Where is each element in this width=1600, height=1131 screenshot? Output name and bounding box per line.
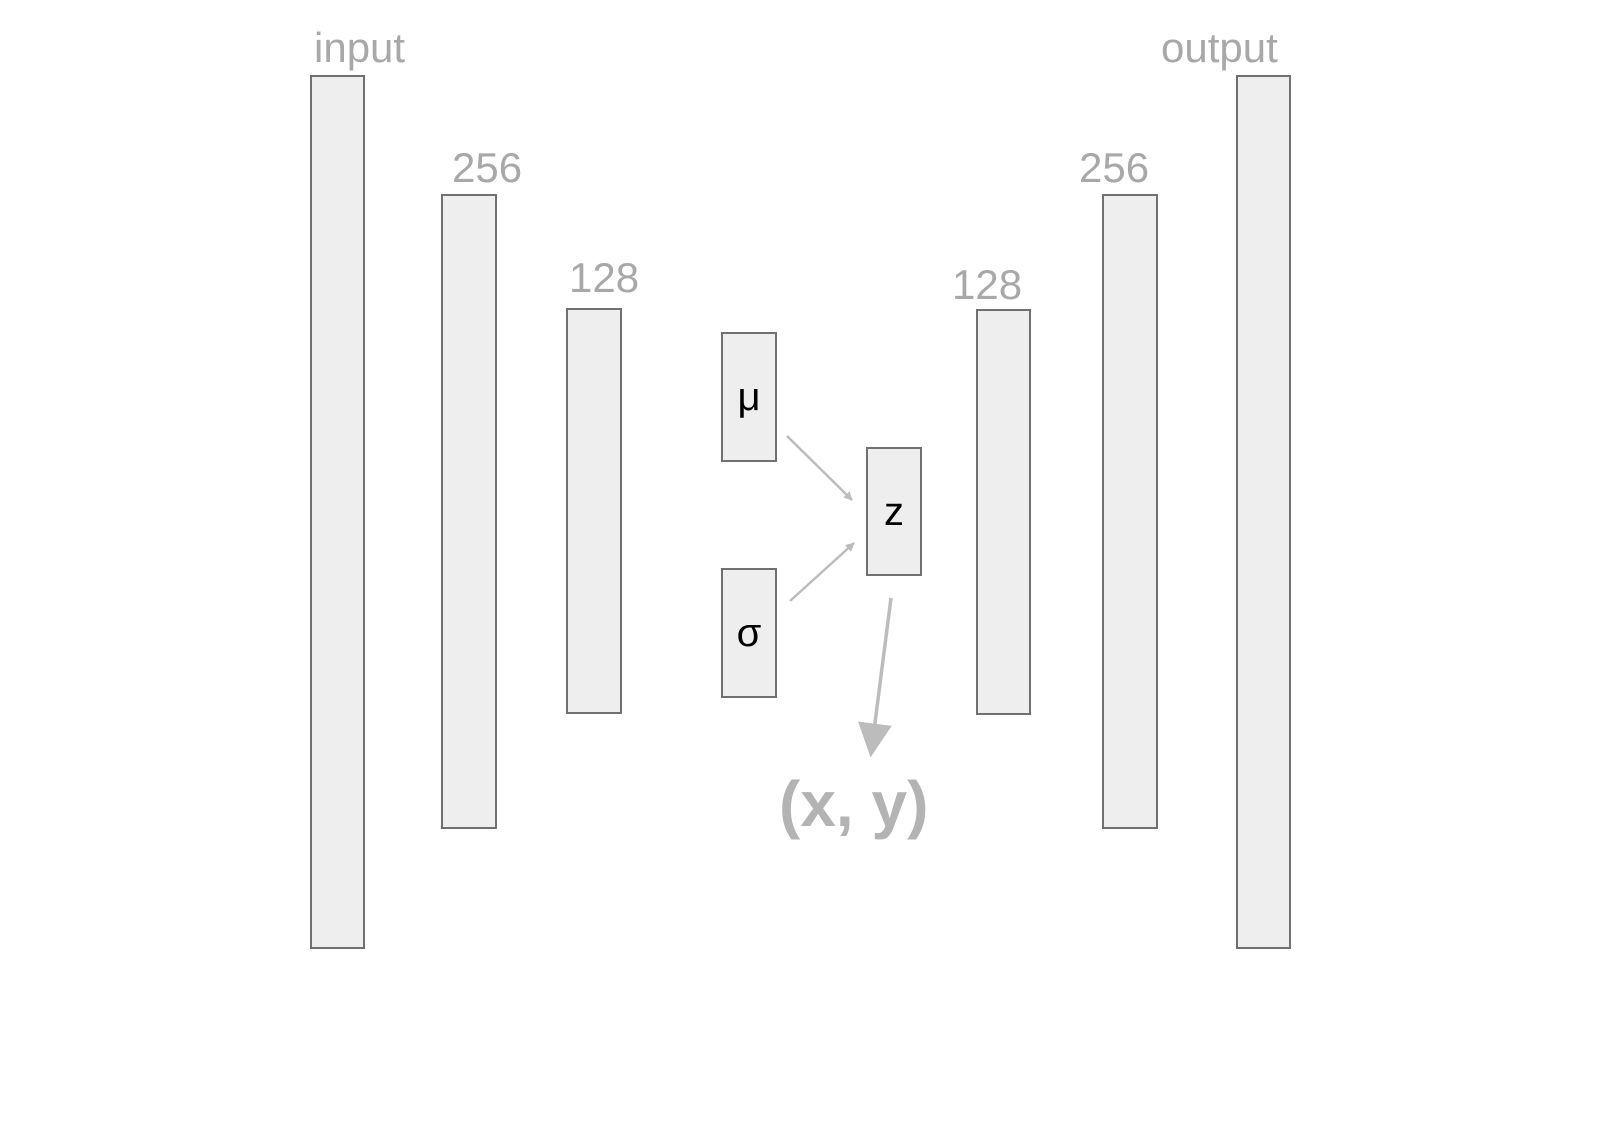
input-layer [310, 75, 365, 949]
z-to-projection-arrow [858, 597, 893, 758]
decoder-128-layer [976, 309, 1031, 715]
sigma-node: σ [721, 568, 777, 698]
mu-to-z-arrow [786, 435, 853, 501]
input-layer-label: input [314, 24, 406, 71]
projection-xy-label: (x, y) [779, 768, 929, 840]
encoder-128-label: 128 [569, 254, 640, 301]
mu-symbol: μ [737, 375, 761, 419]
encoder-256-label: 256 [452, 144, 523, 191]
z-node: z [866, 447, 922, 576]
output-layer-label: output [1161, 24, 1278, 71]
decoder-256-label: 256 [1079, 144, 1150, 191]
mu-node: μ [721, 332, 777, 462]
sigma-symbol: σ [736, 611, 762, 655]
decoder-128-label: 128 [952, 261, 1023, 308]
encoder-256-layer [441, 194, 497, 829]
z-symbol: z [884, 489, 904, 534]
encoder-128-layer [566, 308, 622, 714]
decoder-256-layer [1102, 194, 1158, 829]
sigma-to-z-arrow [789, 542, 855, 602]
output-layer [1236, 75, 1291, 949]
